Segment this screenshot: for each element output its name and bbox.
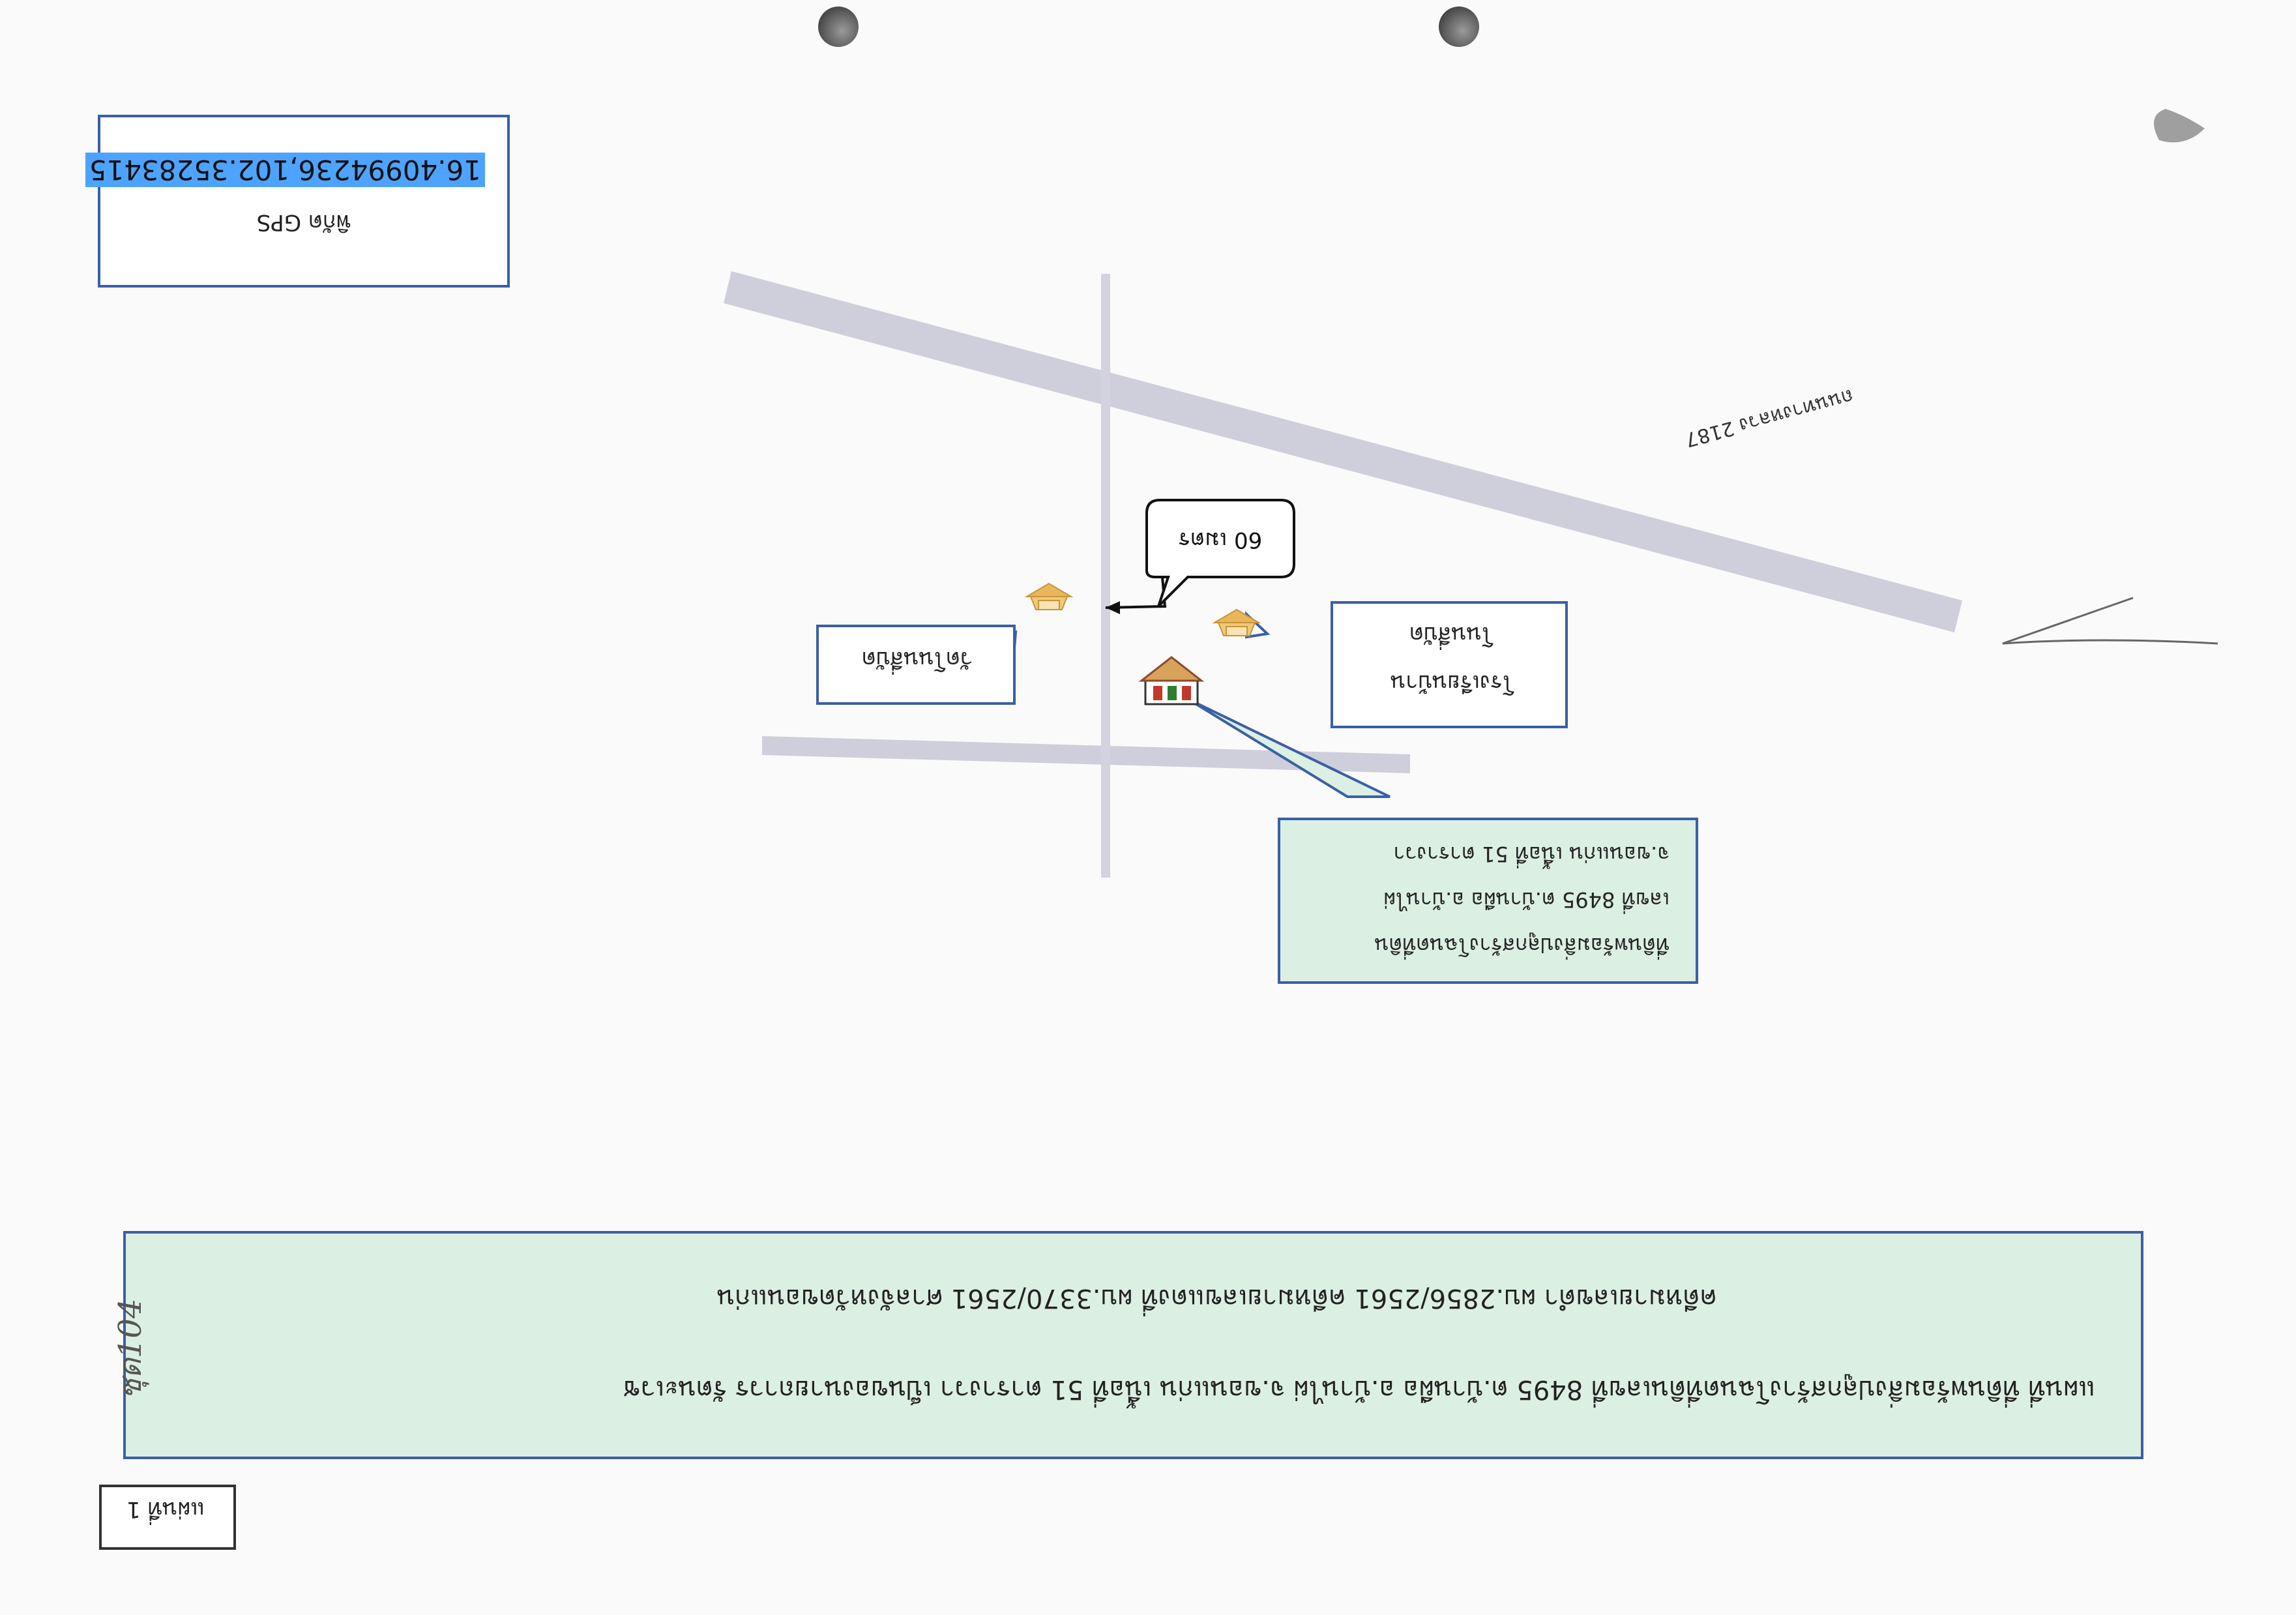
school-label-line1: โรงเรียนบ้าน — [1390, 670, 1514, 696]
sheet-label: แผ่นที่ 1 — [126, 1496, 205, 1522]
scan-artifact-line — [2002, 597, 2218, 645]
sheet-label-box: แผ่นที่ 1 — [99, 1485, 236, 1550]
gps-coordinates: 16.40994236,102.35283415 — [85, 153, 485, 187]
school-label-line2: โนนสี่บัด — [1409, 621, 1494, 647]
crossing-road — [1101, 274, 1110, 878]
gps-box: พิกัด GPS 16.40994236,102.35283415 — [85, 115, 510, 288]
road-name-label: ถนนทางหลวง 2187 — [1683, 384, 1856, 451]
property-callout-pointer — [1186, 698, 1391, 798]
temple-label-box: วัดโนนสี่บัด — [816, 625, 1016, 705]
distance-callout-bubble — [1145, 499, 1295, 608]
property-line-2: เลขที่ 8495 ต.บ้านผือ อ.บ้านไผ่ — [1383, 887, 1670, 912]
property-description-box: ที่ดินพร้อมสิ่งปลูกสร้างโฉนดที่ดิน เลขที… — [1278, 818, 1698, 984]
arrow-head-bottom — [1106, 601, 1120, 614]
temple-icon — [1024, 582, 1074, 610]
property-line-3: จ.ขอนแก่น เนื้อที่ 51 ตารางวา — [1393, 842, 1670, 867]
school-icon — [1212, 608, 1261, 636]
village-road — [762, 736, 1410, 773]
highway-road — [724, 271, 1962, 632]
house-icon — [1138, 656, 1205, 705]
temple-label: วัดโนนสี่บัด — [861, 646, 973, 672]
title-line-2: คดีหมายเลขดำ ผบ.2856/2561 คดีหมายเลขแดงท… — [716, 1283, 1717, 1313]
handwritten-note: ชุด104 — [112, 1298, 149, 1400]
map-title-box: แผนที่ ที่ดินพร้อมสิ่งปลูกสร้างโฉนดที่ดิ… — [123, 1231, 2143, 1459]
title-line-1: แผนที่ ที่ดินพร้อมสิ่งปลูกสร้างโฉนดที่ดิ… — [623, 1374, 2095, 1404]
scan-smudge — [2154, 109, 2205, 143]
distance-label: 60 เมตร — [1179, 527, 1262, 553]
gps-title: พิกัด GPS — [256, 209, 351, 235]
school-label-box: โรงเรียนบ้าน โนนสี่บัด — [1331, 601, 1568, 728]
property-line-1: ที่ดินพร้อมสิ่งปลูกสร้างโฉนดที่ดิน — [1374, 933, 1670, 958]
